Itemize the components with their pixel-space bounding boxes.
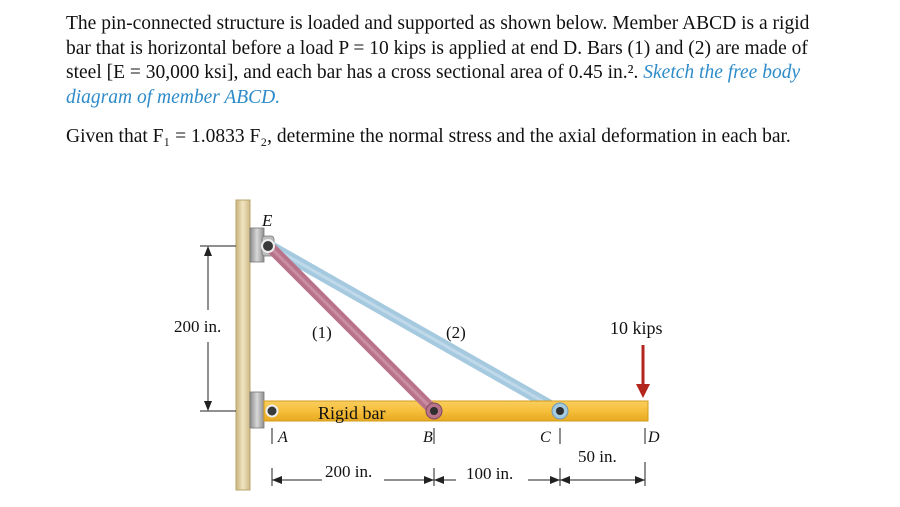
pin-a — [265, 404, 279, 418]
height-dim-label: 200 in. — [174, 317, 221, 336]
load-label: 10 kips — [610, 318, 663, 338]
pin-e — [261, 239, 275, 253]
label-d: D — [647, 429, 660, 446]
dim-bc-label: 100 in. — [466, 464, 513, 483]
bar-2-label: (2) — [446, 323, 466, 342]
problem-line-3-text: steel [E = 30,000 ksi], and each bar has… — [66, 62, 644, 83]
given-statement: Given that F₁ = 1.0833 F₂, determine the… — [66, 126, 791, 147]
sketch-fbd-link[interactable]: Sketch the free body — [643, 62, 801, 83]
bracket-a — [249, 391, 265, 429]
support-wall — [235, 199, 251, 491]
problem-statement: The pin-connected structure is loaded an… — [66, 12, 866, 150]
label-a: A — [277, 429, 288, 446]
sketch-fbd-link-continued[interactable]: diagram of member ABCD. — [66, 86, 281, 108]
problem-line-2: bar that is horizontal before a load P =… — [66, 37, 808, 59]
label-c: C — [540, 429, 551, 446]
rigid-bar — [263, 400, 649, 422]
label-e: E — [261, 211, 273, 230]
problem-line-1: The pin-connected structure is loaded an… — [66, 13, 810, 34]
label-b: B — [423, 429, 433, 446]
load-arrowhead — [636, 384, 650, 398]
dim-ab-label: 200 in. — [325, 462, 372, 481]
dim-cd-label: 50 in. — [578, 447, 617, 466]
problem-line-3: steel [E = 30,000 ksi], and each bar has… — [66, 61, 866, 86]
bar-1-label: (1) — [312, 323, 332, 342]
rigid-bar-label: Rigid bar — [318, 403, 386, 423]
